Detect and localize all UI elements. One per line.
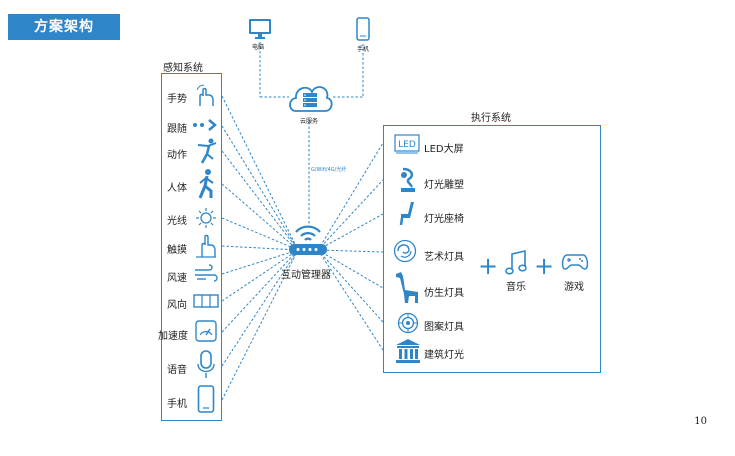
top-phone-label: 手机 (357, 46, 370, 53)
gauge-icon (195, 320, 217, 342)
hand-gesture-icon (196, 84, 214, 106)
sensor-label-touch: 触摸 (167, 245, 187, 256)
sensor-label-wind-direction: 风向 (167, 300, 187, 311)
sensor-label-voice: 语音 (167, 365, 187, 376)
exec-link-line (317, 249, 384, 289)
hub-label: 互动管理器 (281, 270, 331, 281)
exec-label-art-lamp: 艺术灯具 (424, 252, 464, 263)
extra-label-game: 游戏 (564, 282, 584, 293)
sensor-link-line (221, 245, 299, 251)
walking-person-icon (198, 169, 214, 199)
sensor-label-phone: 手机 (167, 399, 187, 410)
plus-sign-2: + (534, 252, 555, 280)
exec-label-pattern-lamp: 图案灯具 (424, 322, 464, 333)
sculpture-icon (401, 167, 415, 192)
exec-panel (383, 125, 601, 373)
cloud-server-icon (289, 86, 333, 112)
exec-label-sculpture: 灯光雕塑 (424, 180, 464, 191)
sensor-link-line (221, 183, 299, 251)
wind-icon (195, 264, 218, 282)
link-label: G/Wifi/4G/光纤 (311, 167, 347, 173)
phone-icon (197, 385, 215, 413)
monitor-label: 电脑 (252, 44, 265, 51)
sensor-link-line (221, 249, 299, 333)
exec-link-line (317, 249, 384, 253)
exec-link-line (317, 179, 384, 251)
sun-icon (196, 208, 216, 228)
exec-link-line (317, 249, 384, 351)
monitor-icon (249, 19, 271, 39)
sensor-label-follow: 跟随 (167, 124, 187, 135)
sensor-label-action: 动作 (167, 150, 187, 161)
exec-link-line (317, 213, 384, 251)
sensor-link-line (221, 95, 299, 251)
sensor-link-line (221, 125, 299, 251)
led-icon: LED (394, 134, 420, 154)
exec-label-giraffe: 仿生灯具 (424, 288, 464, 299)
cloud-label: 云服务 (300, 118, 319, 125)
touch-icon (196, 234, 216, 258)
plus-sign-1: + (478, 252, 499, 280)
sensor-label-acceleration: 加速度 (158, 331, 188, 342)
sensor-link-line (221, 217, 299, 251)
gamepad-icon (561, 254, 589, 270)
sensor-panel (161, 73, 222, 421)
extra-label-music: 音乐 (506, 282, 526, 293)
sensor-panel-title: 感知系统 (163, 63, 203, 74)
router-icon (289, 225, 327, 255)
led-icon-text: LED (398, 140, 416, 150)
sensor-label-gesture: 手势 (167, 94, 187, 105)
exec-label-chair: 灯光座椅 (424, 214, 464, 225)
pattern-lamp-icon (397, 312, 419, 334)
building-icon (396, 339, 420, 363)
exec-link-line (317, 249, 384, 323)
wind-direction-icon (193, 294, 219, 308)
giraffe-icon (396, 272, 418, 303)
microphone-icon (197, 350, 215, 378)
art-lamp-icon (393, 239, 417, 263)
sensor-link-line (221, 150, 299, 251)
sensor-label-wind-speed: 风速 (167, 273, 187, 284)
chair-icon (399, 202, 414, 226)
exec-label-led: LED大屏 (424, 144, 464, 155)
top-phone-icon (356, 17, 370, 41)
follow-icon (193, 119, 217, 131)
exec-panel-title: 执行系统 (471, 113, 511, 124)
sensor-link-line (221, 249, 299, 302)
music-note-icon (505, 250, 527, 275)
sensor-link-line (221, 249, 299, 367)
page-number: 10 (694, 416, 707, 427)
sensor-label-light: 光线 (167, 216, 187, 227)
sensor-link-line (221, 249, 299, 401)
page-title: 方案架构 (8, 14, 120, 40)
exec-link-line (317, 142, 384, 251)
exec-label-building: 建筑灯光 (424, 350, 464, 361)
dance-figure-icon (197, 138, 217, 164)
sensor-label-human: 人体 (167, 183, 187, 194)
